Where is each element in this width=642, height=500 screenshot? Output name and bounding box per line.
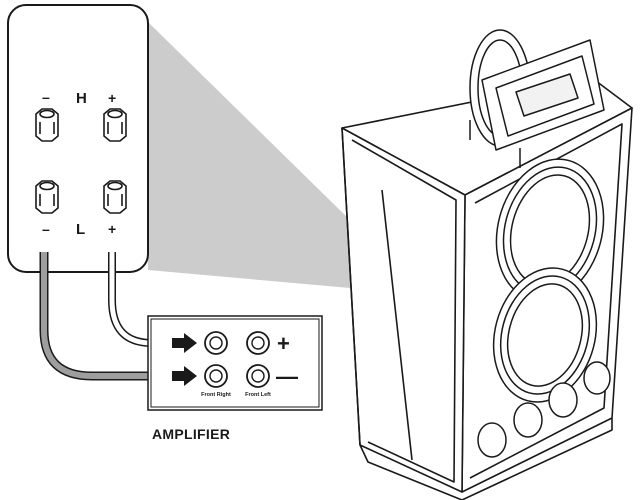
jack-front-left-positive[interactable] <box>246 331 270 355</box>
front-right-label: Front Right <box>201 392 231 398</box>
low-plus-label: + <box>108 221 116 237</box>
horn-tweeter <box>469 29 605 168</box>
amp-plus-label: + <box>277 331 290 356</box>
zoom-callout <box>148 22 352 288</box>
amp-minus-label: — <box>276 364 298 389</box>
low-minus-label: – <box>42 221 50 237</box>
jack-front-left-negative[interactable] <box>246 364 270 388</box>
port-1 <box>477 422 507 458</box>
high-minus-label: – <box>42 89 50 105</box>
binding-post-high-positive[interactable] <box>103 108 127 142</box>
front-left-label: Front Left <box>245 392 271 398</box>
positive-arrow-icon <box>172 333 197 353</box>
jack-front-right-positive[interactable] <box>204 331 228 355</box>
woofer-lower <box>492 267 598 403</box>
binding-post-low-negative[interactable] <box>35 180 59 214</box>
bass-ports <box>477 361 611 458</box>
port-4 <box>583 361 611 395</box>
amplifier-title: AMPLIFIER <box>152 426 230 442</box>
port-2 <box>513 402 543 438</box>
jack-front-right-negative[interactable] <box>204 364 228 388</box>
negative-arrow-icon <box>172 366 197 386</box>
negative-wire <box>41 252 160 379</box>
binding-post-low-positive[interactable] <box>103 180 127 214</box>
low-label: L <box>76 221 85 238</box>
port-3 <box>548 382 578 418</box>
high-label: H <box>76 90 87 107</box>
binding-post-high-negative[interactable] <box>35 108 59 142</box>
amplifier-panel <box>147 315 323 411</box>
high-plus-label: + <box>108 90 116 106</box>
